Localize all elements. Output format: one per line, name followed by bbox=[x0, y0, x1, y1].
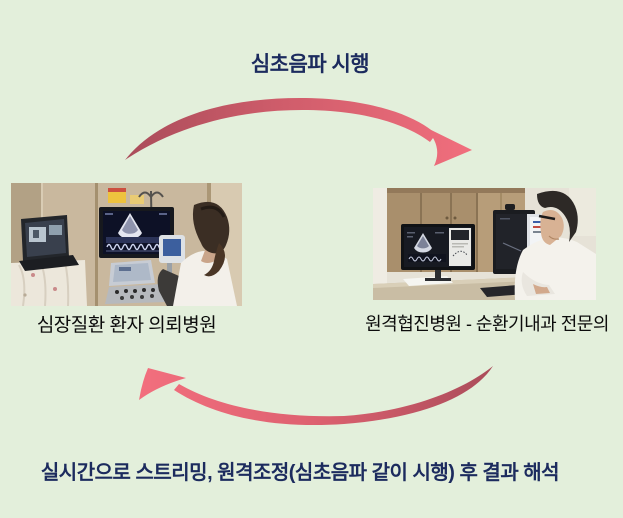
remote-specialist-photo bbox=[373, 188, 596, 300]
left-photo-caption: 심장질환 환자 의뢰병원 bbox=[36, 315, 217, 336]
ultrasound-cart-console bbox=[105, 260, 167, 304]
cardiologist-person bbox=[514, 190, 596, 300]
echocardiogram-monitor bbox=[99, 207, 174, 258]
referral-hospital-photo bbox=[11, 183, 242, 306]
telepresence-laptop-table bbox=[11, 215, 87, 306]
door-warning-stickers bbox=[108, 188, 144, 204]
arrow-body bbox=[125, 98, 436, 160]
reading-monitor bbox=[401, 224, 475, 281]
curved-arrow-left-icon bbox=[139, 366, 493, 426]
bedside-touchscreen bbox=[159, 235, 185, 279]
curved-arrow-right-icon bbox=[125, 98, 472, 166]
right-photo-caption: 원격협진병원 - 순환기내과 전문의 bbox=[365, 314, 609, 334]
arrow-head bbox=[139, 368, 186, 400]
arrow-head bbox=[423, 126, 472, 166]
sonographer-person bbox=[173, 201, 237, 306]
arrow-body bbox=[174, 366, 493, 426]
diagram-title: 심초음파 시행 bbox=[250, 53, 370, 76]
diagram-footer-text: 실시간으로 스트리밍, 원격조정(심초음파 같이 시행) 후 결과 해석 bbox=[40, 462, 560, 484]
